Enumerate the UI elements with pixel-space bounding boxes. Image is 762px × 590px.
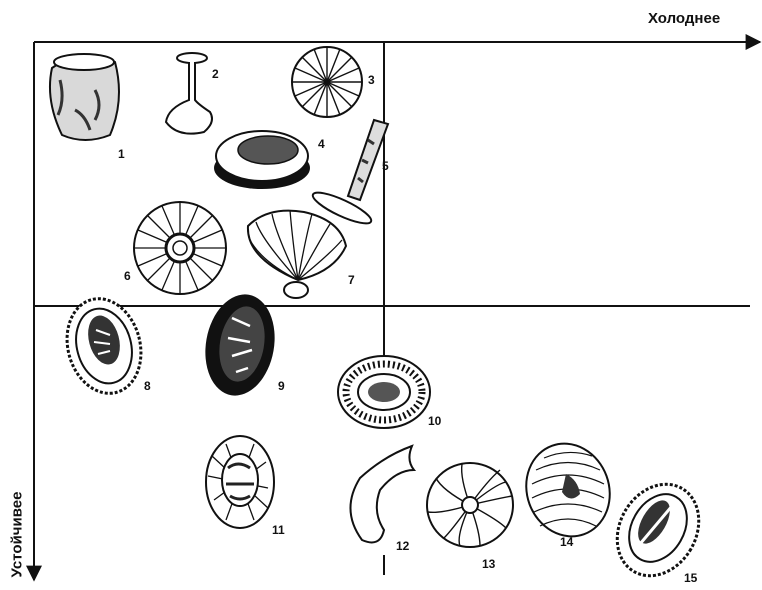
figure-14-label: 14 [560, 535, 574, 549]
figure-13-label: 13 [482, 557, 496, 571]
figure-8-label: 8 [144, 379, 151, 393]
figure-2-label: 2 [212, 67, 219, 81]
y-axis-label: Устойчивее [9, 480, 26, 590]
figure-2: 2 [166, 53, 219, 134]
figure-12: 12 [350, 446, 414, 553]
figure-7: 7 [248, 210, 355, 298]
figure-11: 11 [206, 436, 285, 537]
x-axis-label: Холоднее [648, 10, 720, 27]
figure-14: 14 [513, 432, 622, 549]
figure-3-label: 3 [368, 73, 375, 87]
figure-15: 15 [601, 469, 715, 584]
figure-1-label: 1 [118, 147, 125, 161]
figure-12-label: 12 [396, 539, 410, 553]
figure-6: 6 [124, 202, 226, 294]
figure-6-label: 6 [124, 269, 131, 283]
figure-11-label: 11 [272, 523, 285, 537]
figure-9-label: 9 [278, 379, 285, 393]
figure-10: 10 [338, 356, 442, 428]
figure-7-label: 7 [348, 273, 355, 287]
figure-15-label: 15 [684, 571, 698, 584]
figure-4: 4 [214, 131, 325, 189]
figure-5-label: 5 [382, 159, 389, 173]
figure-13: 13 [427, 463, 513, 571]
figure-8: 8 [57, 290, 151, 401]
figure-10-label: 10 [428, 414, 442, 428]
figure-3: 3 [292, 47, 375, 117]
figure-1: 1 [50, 54, 125, 161]
figure-4-label: 4 [318, 137, 325, 151]
